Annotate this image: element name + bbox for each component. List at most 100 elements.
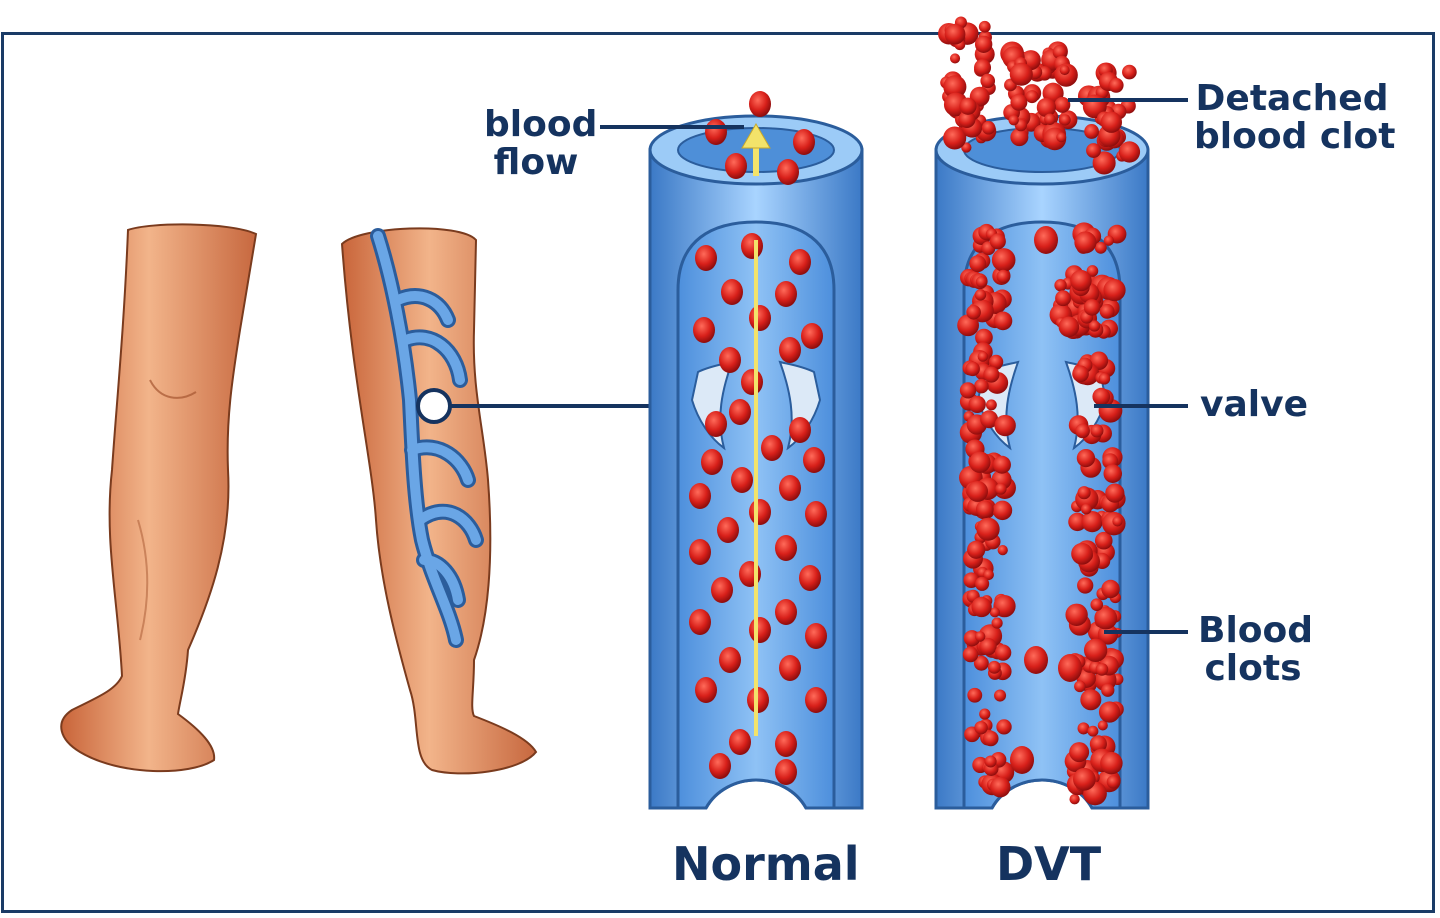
blood-clot-cluster [1094, 606, 1118, 630]
blood-clot-cluster [988, 354, 1004, 370]
blood-clot-cluster [1025, 90, 1039, 104]
red-blood-cell [719, 647, 741, 673]
blood-clot-cluster [1075, 423, 1090, 439]
blood-clot-cluster [1010, 128, 1029, 147]
blood-clot-cluster [984, 755, 997, 768]
blood-clot-cluster [997, 544, 1008, 556]
blood-clot-cluster [975, 500, 994, 519]
red-blood-cell [793, 129, 815, 155]
red-blood-cell [711, 577, 733, 603]
red-blood-cell [719, 347, 741, 373]
blood-clot-cluster [991, 248, 1016, 272]
blood-clot-cluster [962, 646, 979, 663]
blood-clot-cluster [1084, 124, 1100, 139]
blood-clot-cluster [1083, 299, 1101, 316]
blood-clot-cluster [987, 660, 1001, 674]
blood-clot-cluster [974, 59, 992, 77]
blood-clot-cluster [1092, 387, 1111, 406]
blood-clot-cluster [1044, 113, 1056, 125]
blood-clot-cluster [992, 455, 1011, 474]
magnifier-point [416, 388, 452, 424]
blood-clot-cluster [1092, 151, 1116, 175]
detached-clot-label: Detached blood clot [1194, 80, 1396, 156]
blood-clot-cluster [1065, 603, 1088, 626]
blood-clot-cluster [1122, 64, 1137, 80]
blood-clot-cluster [975, 276, 987, 288]
blood-clot-cluster [1099, 303, 1115, 319]
red-blood-cell [741, 233, 763, 259]
valve-label: valve [1200, 384, 1308, 425]
blood-clot-cluster [989, 607, 1000, 618]
blood-clot-cluster [1098, 372, 1111, 385]
diagram-frame [1, 32, 1435, 913]
red-blood-cell [775, 759, 797, 785]
red-blood-cell [729, 399, 751, 425]
blood-clot-cluster [1056, 132, 1067, 143]
blood-clot-cluster [949, 53, 961, 64]
blood-clot-cluster [1103, 235, 1115, 246]
red-blood-cell [749, 617, 771, 643]
blood-clot-cluster [992, 500, 1013, 521]
blood-clot-cluster [1112, 516, 1123, 527]
blood-clot-cluster [1087, 725, 1099, 737]
red-blood-cell [801, 323, 823, 349]
blood-clot-cluster [943, 75, 967, 99]
blood-clot-cluster [978, 20, 991, 33]
red-blood-cell [805, 687, 827, 713]
blood-clot-cluster [1103, 279, 1126, 302]
blood-clot-cluster [983, 730, 999, 747]
leg-veins-fill [373, 231, 481, 645]
red-blood-cell [689, 483, 711, 509]
blood-clot-cluster [1069, 794, 1080, 805]
red-blood-cell [705, 119, 727, 145]
blood-clot-cluster [989, 233, 1006, 250]
blood-clots-label-line1: Blood [1198, 610, 1314, 651]
blood-clot-cluster [943, 126, 967, 150]
red-blood-cell [805, 623, 827, 649]
blood-clot-cluster [1106, 775, 1120, 789]
blood-clot-cluster [1054, 96, 1071, 113]
red-blood-cell [799, 565, 821, 591]
blood-clots-label-line2: clots [1204, 647, 1302, 689]
blood-clot-cluster [1097, 624, 1119, 645]
red-blood-cell [1058, 654, 1082, 682]
blood-clot-cluster [1036, 97, 1057, 118]
blood-clot-cluster [1108, 77, 1124, 93]
red-blood-cell [1034, 226, 1058, 254]
red-blood-cell [717, 517, 739, 543]
red-blood-cell [721, 279, 743, 305]
red-blood-cell [695, 245, 717, 271]
red-blood-cell [701, 449, 723, 475]
blood-clot-cluster [980, 410, 999, 429]
blood-clot-cluster [944, 23, 966, 45]
blood-clot-cluster [985, 399, 997, 411]
blood-clot-cluster [993, 311, 1013, 331]
red-blood-cell [709, 753, 731, 779]
red-blood-cell [779, 337, 801, 363]
red-blood-cell [779, 475, 801, 501]
blood-clot-cluster [996, 719, 1012, 735]
red-blood-cell [775, 599, 797, 625]
blood-clots-label: Blood clots [1198, 610, 1314, 689]
blood-clot-cluster [1071, 542, 1093, 565]
blood-flow-label-line1: blood [484, 104, 598, 145]
blood-clot-cluster [979, 638, 997, 656]
red-blood-cell [741, 369, 763, 395]
blood-clot-cluster [1100, 111, 1123, 133]
blood-clot-cluster [1101, 579, 1120, 599]
red-blood-cell [777, 159, 799, 185]
blood-clot-cluster [1089, 735, 1107, 753]
blood-clot-cluster [1094, 531, 1113, 550]
red-blood-cell [693, 317, 715, 343]
blood-clot-cluster [1010, 93, 1028, 111]
blood-clot-cluster [1068, 512, 1087, 532]
blood-clot-cluster [1058, 316, 1080, 338]
blood-clot-cluster [968, 395, 986, 414]
blood-clot-cluster [969, 255, 987, 273]
blood-clot-cluster [1080, 689, 1102, 711]
red-blood-cell [803, 447, 825, 473]
red-blood-cell [749, 305, 771, 331]
blood-clot-cluster [975, 328, 993, 347]
blood-clot-cluster [1059, 65, 1070, 76]
